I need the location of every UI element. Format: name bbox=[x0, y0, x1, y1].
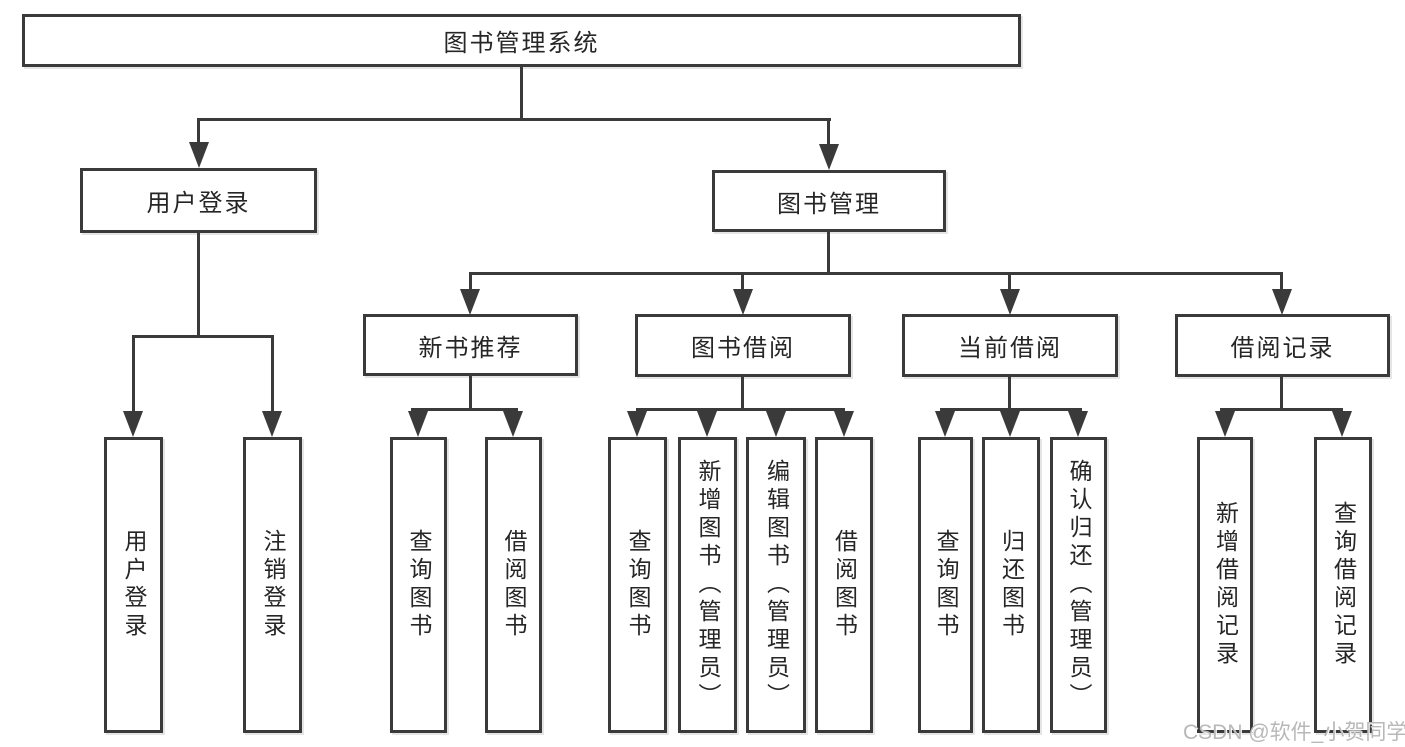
leaf-nb-query-books-label: 查询图书 bbox=[406, 529, 432, 641]
connector-book-mgmt-shaft-1 bbox=[469, 272, 472, 292]
connector-book-mgmt-shaft-4 bbox=[1280, 272, 1283, 292]
node-current-borrow: 当前借阅 bbox=[902, 314, 1118, 377]
leaf-br-query-record: 查询借阅记录 bbox=[1314, 437, 1372, 733]
connector-user-login-bar bbox=[132, 335, 274, 338]
node-current-borrow-label: 当前借阅 bbox=[958, 335, 1062, 362]
leaf-cb-query-books: 查询图书 bbox=[918, 437, 973, 733]
connector-current-borrow-bar bbox=[940, 408, 1082, 411]
arrowhead-current-borrow bbox=[1000, 289, 1020, 315]
arrowhead-book-borrow bbox=[733, 289, 753, 315]
connector-user-login-shaft-2 bbox=[271, 335, 274, 413]
leaf-bb-borrow-books: 借阅图书 bbox=[815, 437, 873, 733]
connector-root-stem bbox=[520, 67, 523, 121]
node-book-mgmt: 图书管理 bbox=[712, 170, 946, 232]
leaf-cb-confirm-return-admin: 确认归还（管理员） bbox=[1050, 437, 1107, 733]
connector-borrow-records-stem bbox=[1280, 377, 1283, 411]
node-book-mgmt-label: 图书管理 bbox=[777, 190, 881, 218]
connector-book-mgmt-stem bbox=[827, 232, 830, 275]
arrowhead-borrow-records bbox=[1272, 289, 1292, 315]
arrowhead-nb-query bbox=[408, 411, 428, 437]
leaf-bb-edit-books-admin-label: 编辑图书（管理员） bbox=[763, 459, 790, 711]
connector-root-shaft-left bbox=[197, 118, 200, 146]
connector-user-login-shaft-1 bbox=[132, 335, 135, 413]
node-user-login-label: 用户登录 bbox=[146, 190, 251, 217]
arrowhead-bb-edit bbox=[766, 411, 786, 437]
leaf-cb-query-books-label: 查询图书 bbox=[933, 529, 959, 641]
connector-book-mgmt-shaft-2 bbox=[741, 272, 744, 292]
arrowhead-bb-add bbox=[697, 411, 717, 437]
node-root-label: 图书管理系统 bbox=[443, 30, 600, 57]
arrowhead-bb-borrow bbox=[834, 411, 854, 437]
leaf-br-add-record-label: 新增借阅记录 bbox=[1212, 501, 1239, 669]
arrowhead-br-query bbox=[1332, 411, 1352, 437]
leaf-cb-return-books: 归还图书 bbox=[982, 437, 1040, 733]
node-user-login: 用户登录 bbox=[80, 168, 317, 233]
leaf-bb-borrow-books-label: 借阅图书 bbox=[831, 529, 858, 641]
node-new-books: 新书推荐 bbox=[363, 314, 578, 376]
leaf-logout: 注销登录 bbox=[243, 437, 302, 733]
csdn-watermark: CSDN @软件_小贺同学 bbox=[1183, 721, 1405, 744]
connector-user-login-stem bbox=[197, 233, 200, 338]
connector-root-bar bbox=[199, 118, 831, 121]
leaf-br-add-record: 新增借阅记录 bbox=[1197, 437, 1253, 733]
leaf-nb-query-books: 查询图书 bbox=[390, 437, 447, 733]
arrowhead-cb-return bbox=[1000, 411, 1020, 437]
leaf-bb-edit-books-admin: 编辑图书（管理员） bbox=[746, 437, 806, 733]
leaf-bb-add-books-admin-label: 新增图书（管理员） bbox=[695, 459, 721, 711]
leaf-nb-borrow-books: 借阅图书 bbox=[485, 437, 542, 733]
arrowhead-leaf-login bbox=[123, 411, 143, 437]
leaf-bb-add-books-admin: 新增图书（管理员） bbox=[678, 437, 737, 733]
leaf-br-query-record-label: 查询借阅记录 bbox=[1330, 501, 1357, 669]
arrowhead-br-add bbox=[1215, 411, 1235, 437]
arrowhead-book-mgmt bbox=[819, 144, 839, 170]
leaf-nb-borrow-books-label: 借阅图书 bbox=[501, 529, 527, 641]
leaf-bb-query-books-label: 查询图书 bbox=[625, 529, 651, 641]
node-borrow-records: 借阅记录 bbox=[1175, 314, 1390, 377]
arrowhead-bb-query bbox=[627, 411, 647, 437]
connector-new-books-bar bbox=[411, 408, 518, 411]
node-book-borrow: 图书借阅 bbox=[635, 314, 851, 377]
connector-book-mgmt-shaft-3 bbox=[1008, 272, 1011, 292]
leaf-cb-confirm-return-admin-label: 确认归还（管理员） bbox=[1066, 459, 1092, 711]
connector-book-borrow-bar bbox=[636, 408, 845, 411]
arrowhead-new-books bbox=[460, 289, 480, 315]
connector-current-borrow-stem bbox=[1008, 377, 1011, 411]
node-book-borrow-label: 图书借阅 bbox=[691, 335, 795, 362]
leaf-logout-label: 注销登录 bbox=[260, 529, 286, 641]
arrowhead-cb-query bbox=[935, 411, 955, 437]
leaf-user-login: 用户登录 bbox=[104, 437, 163, 733]
node-new-books-label: 新书推荐 bbox=[418, 334, 523, 362]
arrowhead-user-login bbox=[189, 142, 209, 168]
leaf-cb-return-books-label: 归还图书 bbox=[998, 529, 1025, 641]
node-borrow-records-label: 借阅记录 bbox=[1230, 335, 1335, 362]
arrowhead-leaf-logout bbox=[262, 411, 282, 437]
connector-root-shaft-right bbox=[827, 118, 830, 148]
node-root: 图书管理系统 bbox=[22, 14, 1021, 67]
connector-book-borrow-stem bbox=[741, 377, 744, 411]
leaf-bb-query-books: 查询图书 bbox=[608, 437, 667, 733]
connector-book-mgmt-bar bbox=[469, 272, 1283, 275]
arrowhead-cb-confirm bbox=[1068, 411, 1088, 437]
leaf-user-login-label: 用户登录 bbox=[121, 529, 147, 641]
connector-new-books-stem bbox=[469, 376, 472, 411]
arrowhead-nb-borrow bbox=[503, 411, 523, 437]
connector-borrow-records-bar bbox=[1220, 408, 1343, 411]
